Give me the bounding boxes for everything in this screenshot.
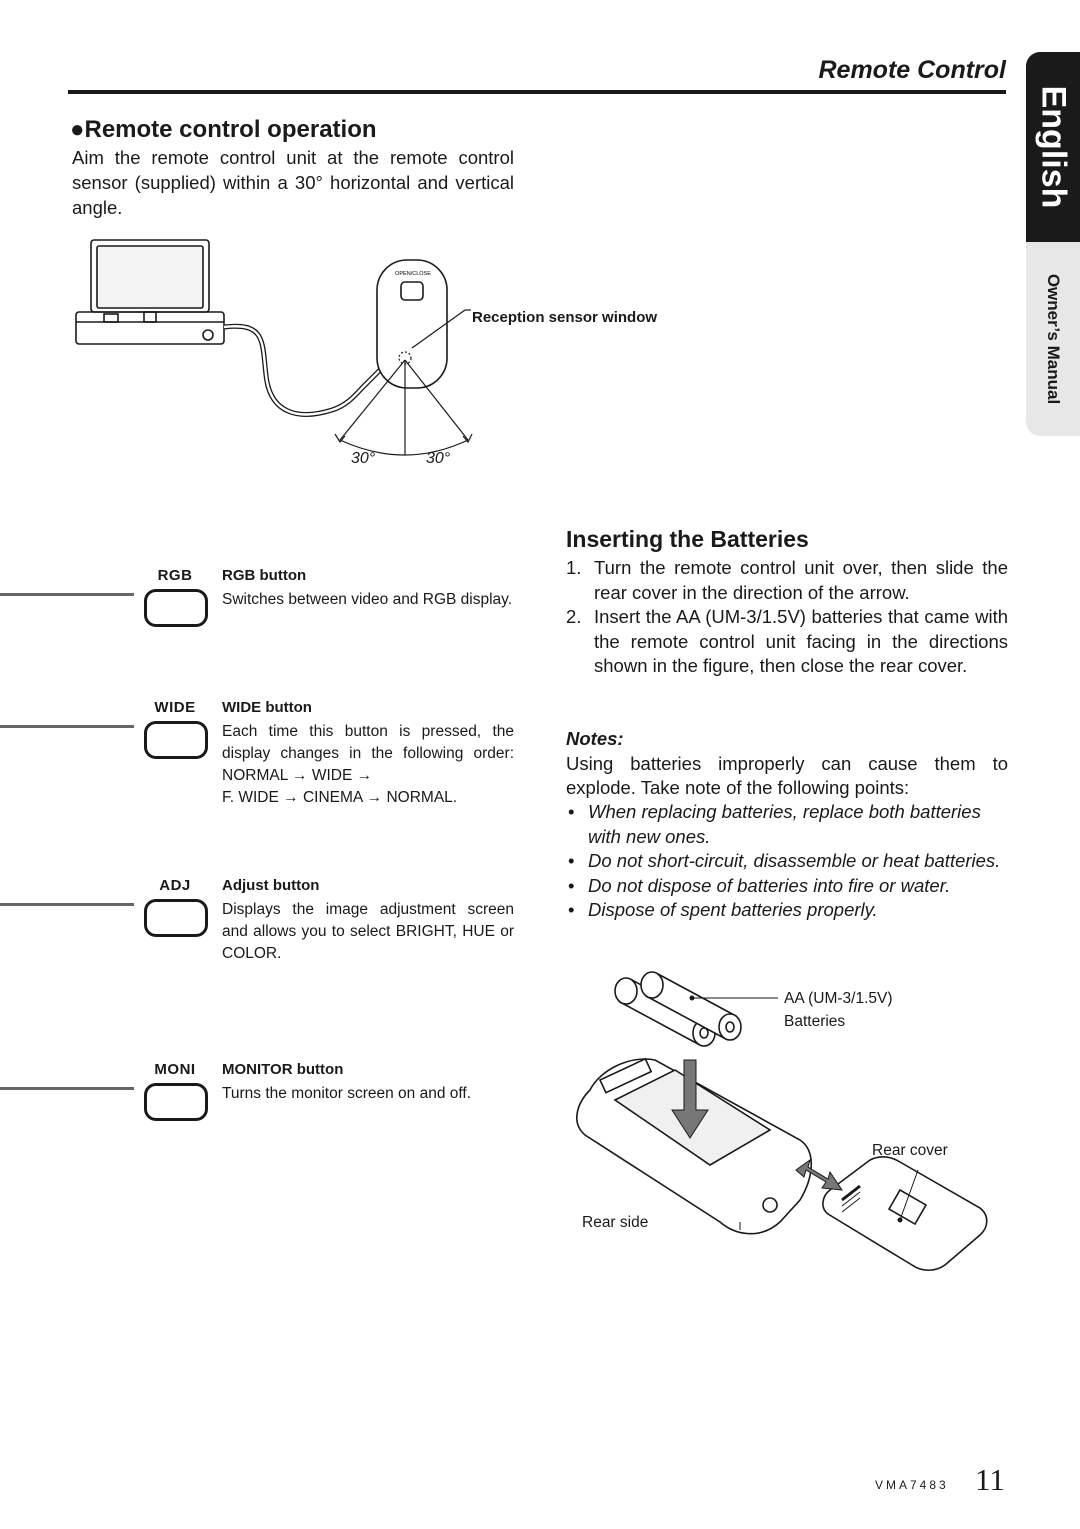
leader-line — [0, 903, 134, 906]
sensor-unit — [376, 259, 448, 389]
rgb-code-label: RGB — [157, 567, 193, 584]
rgb-button-icon — [144, 589, 208, 627]
battery-2 — [640, 971, 742, 1041]
monitor-button-name: MONITOR button — [222, 1061, 344, 1078]
open-close-button-shape — [400, 281, 424, 301]
adjust-button-desc: Displays the image adjustment screen and… — [222, 899, 514, 965]
note-item: When replacing batteries, replace both b… — [566, 800, 1008, 849]
notes-list: When replacing batteries, replace both b… — [566, 800, 1008, 923]
step-text: Insert the AA (UM-3/1.5V) batteries that… — [594, 606, 1008, 676]
wide-button-name: WIDE button — [222, 699, 312, 716]
step-text: Turn the remote control unit over, then … — [594, 557, 1008, 603]
adjust-button-icon — [144, 899, 208, 937]
rgb-button-name: RGB button — [222, 567, 307, 584]
side-tab-light — [1026, 242, 1080, 436]
monitor-sensor-illustration: OPEN/CLOSE — [75, 239, 473, 456]
desc-line: Displays the image adjustment screen and… — [222, 901, 514, 962]
step-number: 1. — [566, 557, 582, 578]
monitor-unit — [75, 239, 225, 345]
rgb-button-desc: Switches between video and RGB display. — [222, 589, 514, 611]
moni-code-label: MONI — [154, 1061, 196, 1078]
wide-button-icon — [144, 721, 208, 759]
desc-line: F. WIDE → CINEMA → NORMAL. — [222, 789, 458, 806]
rear-side-label: Rear side — [582, 1214, 649, 1231]
adjust-button-name: Adjust button — [222, 877, 320, 894]
side-tab-dark — [1026, 52, 1080, 242]
wide-button-desc: Each time this button is pressed, the di… — [222, 721, 514, 809]
monitor-button-desc: Turns the monitor screen on and off. — [222, 1083, 514, 1105]
note-item: Do not short-circuit, disassemble or hea… — [566, 849, 1008, 874]
open-close-label: OPEN/CLOSE — [395, 271, 431, 277]
section-header-title: Remote Control — [818, 56, 1007, 84]
notes-intro: Using batteries improperly can cause the… — [566, 753, 1008, 798]
reception-sensor-label: Reception sensor window — [472, 309, 658, 326]
adj-code-label: ADJ — [159, 877, 191, 894]
leader-line — [0, 1087, 134, 1090]
battery-illustration — [576, 971, 988, 1272]
note-item: Do not dispose of batteries into fire or… — [566, 874, 1008, 899]
desc-line: Switches between video and RGB display. — [222, 591, 513, 608]
leader-line — [0, 593, 134, 596]
leader-line — [0, 725, 134, 728]
language-side-tab: English Owner’s Manual — [1026, 52, 1080, 436]
note-item: Dispose of spent batteries properly. — [566, 898, 1008, 923]
battery-insertion-figure: AA (UM-3/1.5V) Batteries Rear cover Rear… — [560, 960, 1020, 1300]
manual-label: Owner’s Manual — [1044, 273, 1063, 405]
monitor-button-icon — [144, 1083, 208, 1121]
header-rule — [68, 90, 1006, 94]
remote-operation-text: Aim the remote control unit at the remot… — [72, 147, 514, 218]
step-item: 2. Insert the AA (UM-3/1.5V) batteries t… — [566, 605, 1008, 679]
wide-code-label: WIDE — [154, 699, 196, 716]
step-item: 1. Turn the remote control unit over, th… — [566, 556, 1008, 605]
remote-operation-title: ●Remote control operation — [70, 116, 377, 143]
angle-right-label: 30° — [426, 450, 451, 467]
document-code: VMA7483 — [875, 1478, 949, 1492]
desc-line: Each time this button is pressed, the di… — [222, 723, 514, 784]
batteries-steps: 1. Turn the remote control unit over, th… — [566, 556, 1008, 679]
page-number: 11 — [975, 1462, 1005, 1497]
angle-left-label: 30° — [351, 450, 376, 467]
notes-heading: Notes: — [566, 728, 624, 749]
remote-operation-figure: OPEN/CLOSE Reception sensor window 30° 3… — [70, 230, 710, 480]
desc-line: Turns the monitor screen on and off. — [222, 1085, 471, 1102]
step-number: 2. — [566, 606, 582, 627]
language-label: English — [1034, 85, 1073, 209]
battery-label-2: Batteries — [784, 1013, 846, 1030]
rear-cover-label: Rear cover — [872, 1142, 948, 1159]
batteries-title: Inserting the Batteries — [566, 526, 809, 552]
battery-label-1: AA (UM-3/1.5V) — [784, 990, 893, 1007]
